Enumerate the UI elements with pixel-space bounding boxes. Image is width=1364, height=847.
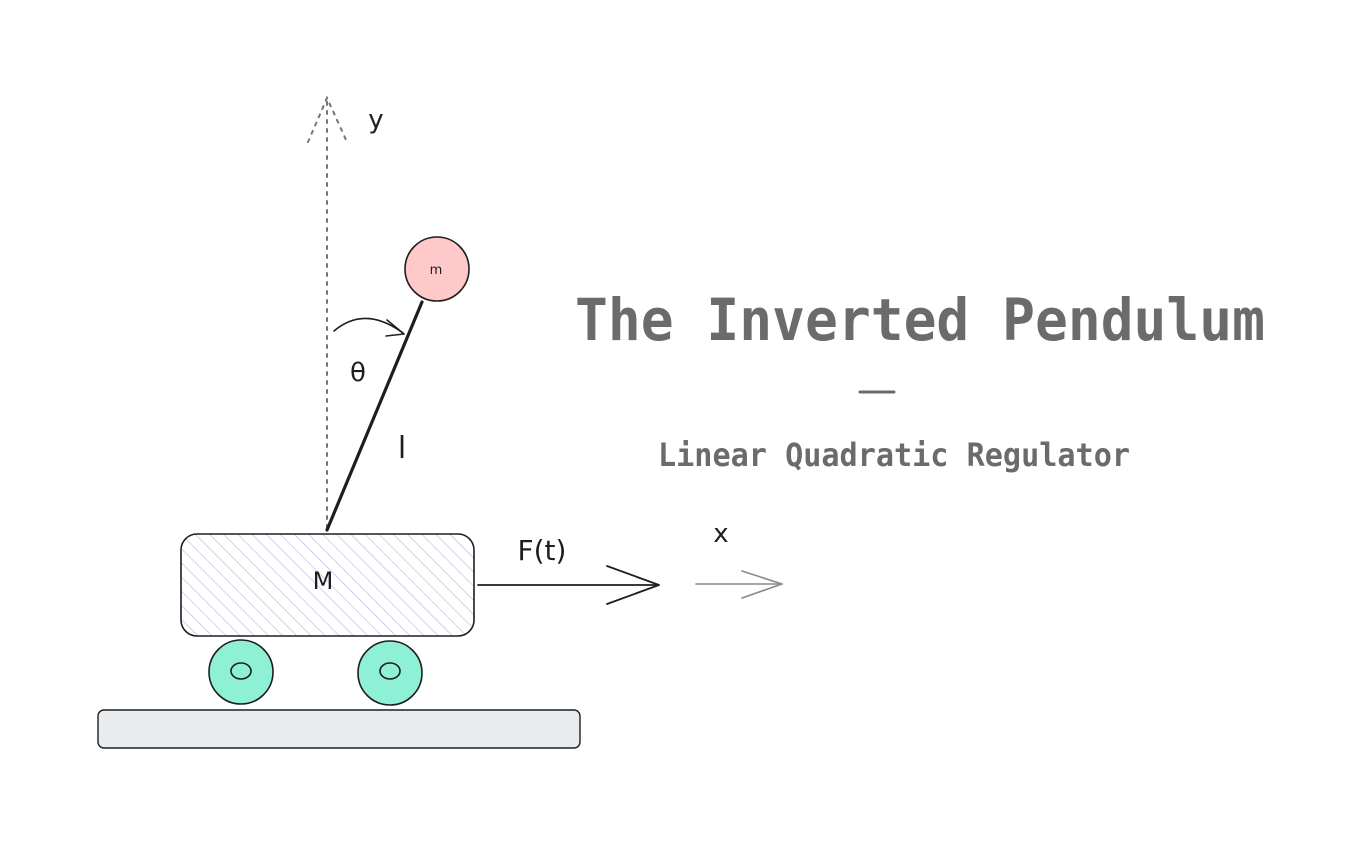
cart-mass-label: M xyxy=(313,567,334,595)
force-label: F(t) xyxy=(518,534,567,567)
x-axis-arrowhead xyxy=(741,570,783,599)
ground-platform xyxy=(97,709,581,749)
length-label: l xyxy=(398,431,406,466)
x-axis-label: x xyxy=(713,519,728,549)
cart-body xyxy=(180,533,475,637)
theta-arrowhead xyxy=(385,319,405,337)
page-subtitle: Linear Quadratic Regulator xyxy=(658,436,1130,474)
y-axis-arrowhead xyxy=(307,95,348,143)
theta-label: θ xyxy=(350,358,366,388)
pendulum-bob xyxy=(404,236,470,302)
y-axis-label: y xyxy=(368,105,383,135)
bob-mass-label: m xyxy=(430,263,443,278)
theta-arc xyxy=(333,317,404,334)
pendulum-rod xyxy=(325,300,424,532)
force-arrowhead xyxy=(606,565,660,605)
page-title: The Inverted Pendulum xyxy=(575,286,1265,354)
left-wheel xyxy=(208,639,274,705)
right-wheel xyxy=(357,640,423,706)
